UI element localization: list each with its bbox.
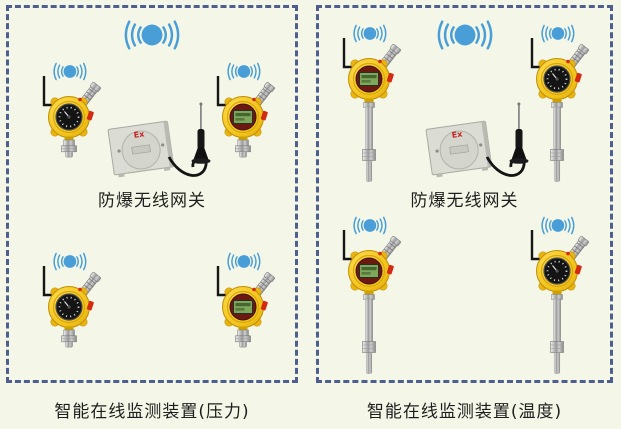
wifi-signal-icon: [114, 16, 190, 54]
wireless-gateway: [419, 101, 539, 186]
gateway-label: 防爆无线网关: [410, 191, 519, 211]
pressure-panel: 防爆无线网关: [6, 5, 298, 383]
gateway-label: 防爆无线网关: [98, 191, 206, 211]
pressure-transmitter-top-left: [31, 60, 107, 160]
wifi-signal-icon: [427, 16, 503, 54]
pressure-transmitter-bottom-right: [205, 250, 281, 350]
temperature-transmitter-top-left: [331, 22, 407, 184]
temperature-caption: 智能在线监测装置(温度): [366, 402, 563, 422]
pressure-caption: 智能在线监测装置(压力): [54, 402, 250, 422]
pressure-transmitter-bottom-left: [31, 250, 107, 350]
temperature-panel: 防爆无线网关: [316, 5, 613, 383]
temperature-transmitter-bottom-right: [519, 214, 595, 376]
temperature-transmitter-bottom-left: [331, 214, 407, 376]
wireless-gateway: [101, 101, 221, 186]
